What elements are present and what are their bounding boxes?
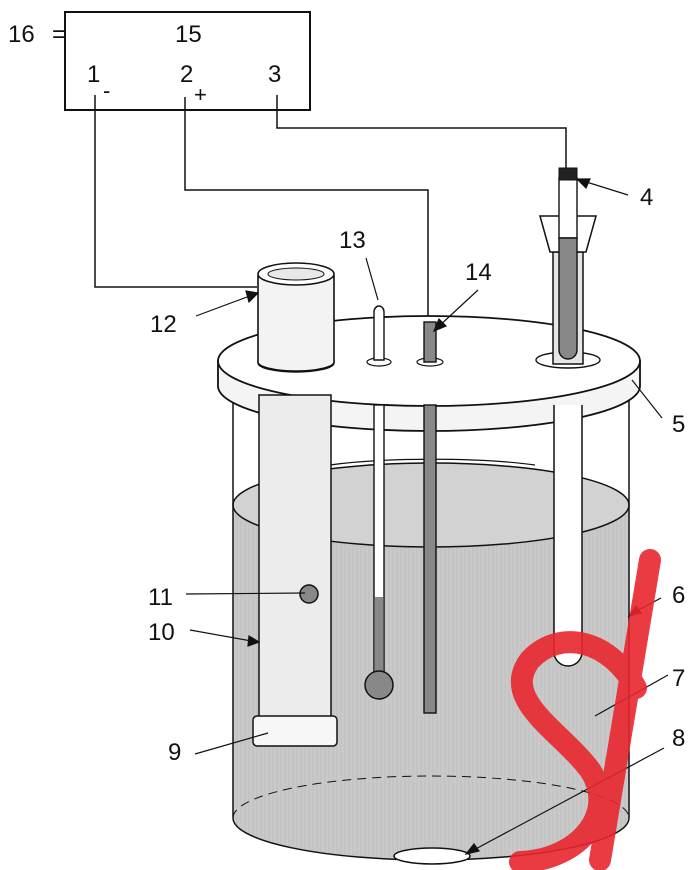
wire-terminal-3 (276, 95, 567, 168)
leader-5 (631, 379, 663, 419)
label-2: 2 (180, 61, 193, 88)
electrode-14-top (423, 321, 437, 363)
leader-9 (194, 732, 269, 755)
label-1: 1 (87, 61, 100, 88)
wire-terminal-2 (184, 97, 429, 322)
reference-electrode-4-cap (558, 167, 578, 181)
reference-electrode-4-rod (558, 237, 578, 360)
power-supply-box (64, 11, 311, 111)
label-4: 4 (640, 184, 653, 211)
stir-disc-8 (393, 847, 471, 865)
frit-9 (252, 715, 338, 747)
thermometer-13-bulb (364, 670, 394, 700)
wire-terminal-1 (94, 95, 257, 288)
minus-sign: - (103, 78, 110, 103)
watermark-logo (509, 549, 661, 870)
leader-13 (365, 257, 379, 301)
beaker-bottom-back (232, 775, 630, 819)
arrowhead-8 (464, 843, 481, 855)
tube-12-inner (267, 267, 325, 281)
label-8: 8 (672, 725, 685, 752)
leader-8 (469, 747, 665, 853)
label-13: 13 (339, 227, 366, 254)
tube-12-body (257, 275, 335, 372)
label-6: 6 (672, 582, 685, 609)
thermometer-13-mercury (375, 597, 383, 679)
reference-electrode-4-body (558, 177, 578, 239)
arrowhead-12 (245, 290, 260, 304)
label-15: 15 (175, 21, 202, 48)
label-3: 3 (268, 61, 281, 88)
label-16: 16 (8, 21, 35, 48)
label-7: 7 (672, 665, 685, 692)
arrowhead-4 (575, 178, 591, 190)
label-9: 9 (168, 739, 181, 766)
leader-10 (189, 629, 258, 643)
hole-11 (299, 584, 319, 604)
label-10: 10 (148, 619, 175, 646)
leader-14 (436, 289, 479, 329)
leader-11 (185, 592, 306, 595)
label-12: 12 (150, 311, 177, 338)
thermometer-13-top (373, 305, 385, 361)
reference-tube-below-lid (553, 405, 583, 667)
label-5: 5 (672, 411, 685, 438)
ground-symbol: = (52, 21, 66, 48)
label-11: 11 (148, 584, 173, 611)
electrode-14-stem (423, 404, 437, 714)
arrowhead-14 (432, 317, 448, 333)
arrowhead-10 (247, 634, 261, 647)
plus-sign: + (194, 82, 207, 107)
label-14: 14 (465, 259, 492, 286)
leader-12 (195, 293, 256, 317)
tube-10 (258, 394, 332, 726)
